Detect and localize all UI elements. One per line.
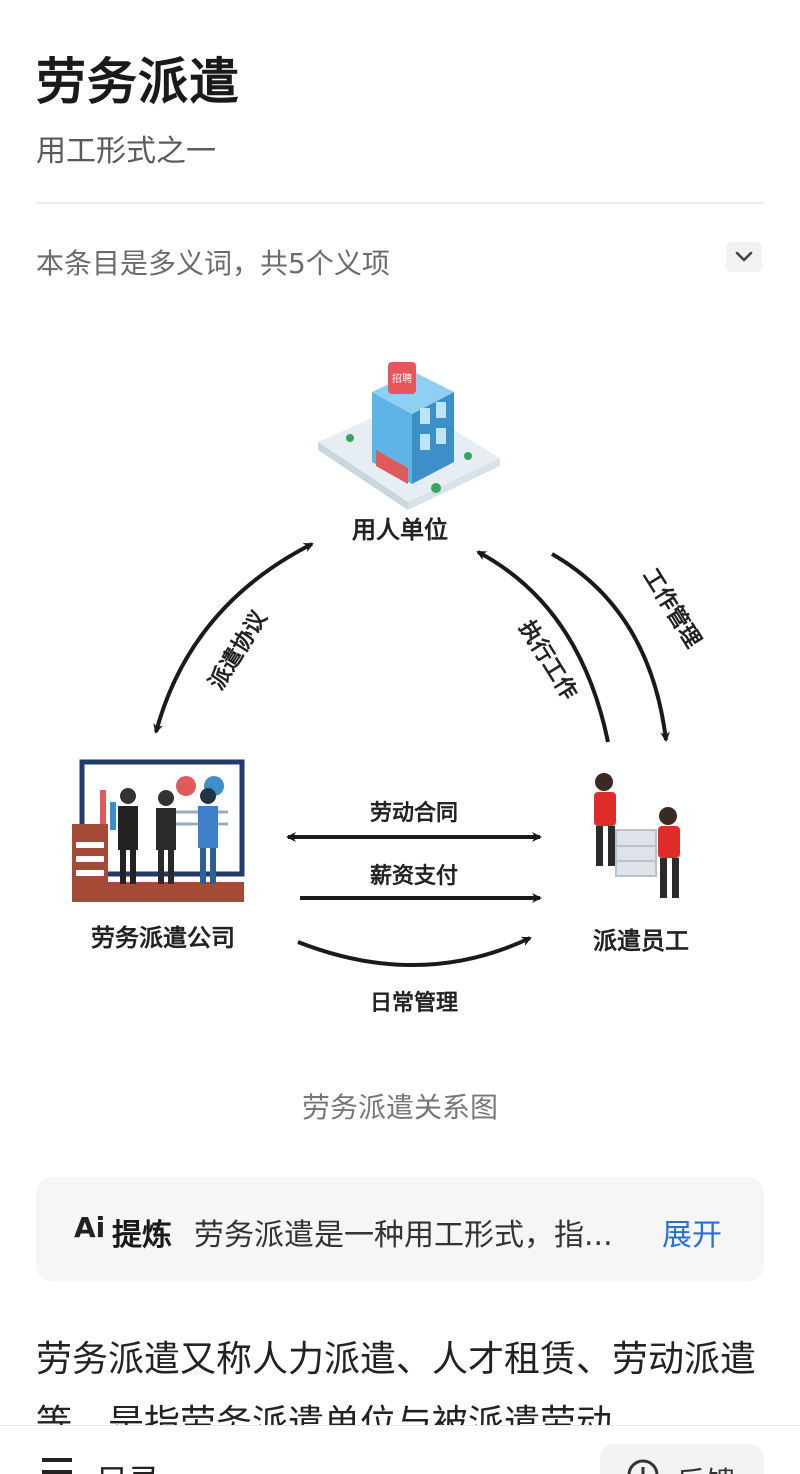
chevron-down-icon [735, 251, 753, 262]
page-subtitle: 用工形式之一 [36, 134, 216, 169]
toc-button[interactable]: 目录 [96, 1456, 160, 1474]
label-salary-payment: 薪资支付 [370, 863, 458, 889]
polysemy-toggle-button[interactable] [726, 242, 762, 272]
ai-summary-card[interactable]: Ai 提炼 劳务派遣是一种用工形式，指... 展开 [36, 1177, 764, 1281]
polysemy-notice[interactable]: 本条目是多义词，共5个义项 [36, 247, 390, 280]
node-employee: 派遣员工 [593, 927, 689, 955]
building-illustration: 招聘 [318, 362, 500, 510]
ai-icon: Ai [74, 1211, 106, 1244]
node-agency: 劳务派遣公司 [91, 924, 235, 952]
arrow-daily-management [297, 936, 532, 967]
arrow-dispatch-agreement [153, 542, 314, 734]
feedback-button[interactable]: 反馈 [600, 1444, 764, 1474]
bottom-bar: 目录 反馈 [0, 1425, 800, 1474]
arrow-work-management [551, 552, 670, 742]
expand-link[interactable]: 展开 [662, 1218, 722, 1253]
building-sign: 招聘 [392, 372, 412, 385]
diagram-caption: 劳务派遣关系图 [301, 1091, 498, 1124]
arrow-perform-work [476, 550, 610, 743]
divider [36, 202, 764, 204]
agency-illustration [72, 759, 245, 902]
ai-summary-label: 提炼 [112, 1218, 172, 1253]
relationship-diagram[interactable]: 招聘 用人单位 [0, 330, 800, 1050]
list-icon[interactable] [42, 1456, 76, 1474]
label-daily-management: 日常管理 [370, 990, 458, 1016]
label-perform-work: 执行工作 [514, 616, 583, 704]
node-employer: 用人单位 [352, 516, 448, 544]
page-title: 劳务派遣 [36, 53, 240, 111]
label-work-management: 工作管理 [638, 564, 707, 652]
feedback-icon [627, 1459, 659, 1474]
employee-illustration [594, 773, 680, 898]
ai-summary-text: 劳务派遣是一种用工形式，指... [194, 1218, 613, 1253]
label-labor-contract: 劳动合同 [370, 800, 458, 826]
feedback-label: 反馈 [676, 1458, 736, 1474]
